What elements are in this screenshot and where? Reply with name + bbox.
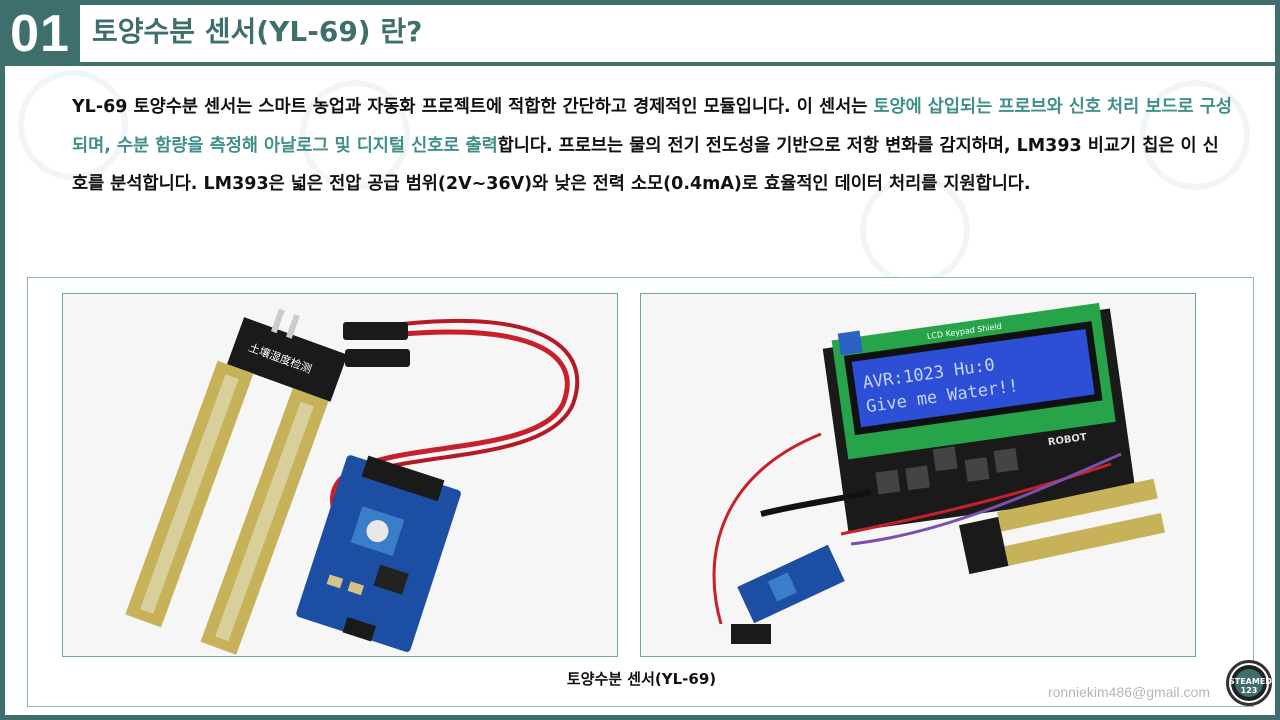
logo-icon (1231, 665, 1267, 701)
lcd-setup-illustration: LCD Keypad Shield AVR:1023 Hu:0 Give me … (641, 294, 1195, 656)
header-divider (0, 62, 1280, 66)
slide-header: 01 토양수분 센서(YL-69) 란? (0, 0, 1280, 66)
sensor-photo: 土壤湿度检测 (62, 293, 618, 657)
page-title: 토양수분 센서(YL-69) 란? (92, 15, 423, 48)
sensor-illustration: 土壤湿度检测 (63, 294, 617, 656)
lcd-setup-photo: LCD Keypad Shield AVR:1023 Hu:0 Give me … (640, 293, 1196, 657)
description-text: YL-69 토양수분 센서는 스마트 농업과 자동화 프로젝트에 적합한 간단하… (72, 97, 874, 117)
robot-label: ROBOT (1047, 432, 1087, 448)
description-text: 합니다. 프로브는 물의 전기 전도성을 기반으로 저항 변화를 감지하며, L… (72, 135, 1219, 195)
section-number: 01 (0, 0, 80, 64)
steamedu-logo: STEAMEDU 123 (1226, 660, 1279, 706)
description-highlight: 토양에 삽입되는 프로브와 신호 처리 보드로 구성되며, 수분 함량을 측정해… (72, 97, 1232, 156)
logo-text: STEAMEDU 123 (1229, 677, 1279, 695)
image-gallery: 土壤湿度检测 (27, 277, 1254, 707)
description-paragraph: YL-69 토양수분 센서는 스마트 농업과 자동화 프로젝트에 적합한 간단하… (72, 88, 1232, 204)
image-caption: 토양수분 센서(YL-69) (566, 670, 717, 688)
author-email: ronniekim486@gmail.com (1047, 684, 1210, 700)
